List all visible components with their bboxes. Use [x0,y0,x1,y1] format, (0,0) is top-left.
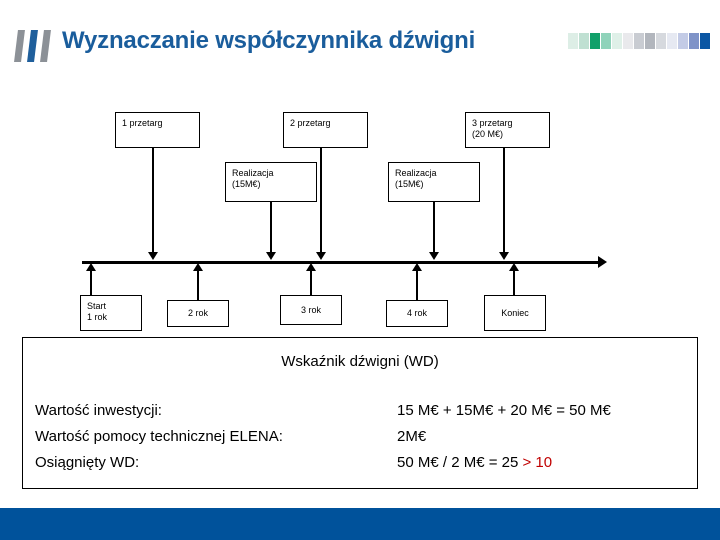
arrowhead-up-koniec [509,263,519,271]
wd-value-investment-value: 15 M€ + 15M€ + 20 M€ = 50 M€ [397,398,687,424]
swatch-2 [579,33,589,49]
color-swatch-strip [568,33,710,49]
leverage-ratio-rows: Wartość inwestycji: 15 M€ + 15M€ + 20 M€… [35,398,687,476]
swatch-9 [656,33,666,49]
wd-highlight-achieved: > 10 [522,454,553,471]
wd-row-investment-value: Wartość inwestycji: 15 M€ + 15M€ + 20 M€… [35,398,687,424]
node-koniec: Koniec [484,295,546,331]
title-decoration-bars [14,30,60,62]
wd-value-text-achieved: 50 M€ / 2 M€ = 25 [397,454,523,471]
node-start: Start 1 rok [80,295,142,331]
swatch-12 [689,33,699,49]
swatch-11 [678,33,688,49]
timeline-axis [82,261,600,264]
wd-row-elena-assistance: Wartość pomocy technicznej ELENA: 2M€ [35,424,687,450]
swatch-10 [667,33,677,49]
decoration-bar-gray-left [14,30,25,62]
node-realizacja-2: Realizacja (15M€) [388,162,480,202]
node-rok-3: 3 rok [280,295,342,325]
node-przetarg-1: 1 przetarg [115,112,200,148]
swatch-6 [623,33,633,49]
connector-rok-2 [197,270,199,315]
timeline-diagram: 1 przetarg 2 przetarg 3 przetarg (20 M€)… [0,80,720,335]
connector-przetarg-2 [320,148,322,253]
arrowhead-down-realizacja-1 [266,252,276,260]
decoration-bar-blue [27,30,38,62]
swatch-7 [634,33,644,49]
timeline-axis-arrowhead [598,256,607,268]
swatch-8 [645,33,655,49]
swatch-5 [612,33,622,49]
arrowhead-up-rok-2 [193,263,203,271]
node-przetarg-3: 3 przetarg (20 M€) [465,112,550,148]
decoration-bar-gray-right [40,30,51,62]
node-realizacja-1: Realizacja (15M€) [225,162,317,202]
wd-value-text-investment: 15 M€ + 15M€ + 20 M€ = 50 M€ [397,402,611,419]
connector-przetarg-3 [503,148,505,253]
arrowhead-down-przetarg-3 [499,252,509,260]
connector-rok-4 [416,270,418,315]
wd-value-achieved-wd: 50 M€ / 2 M€ = 25 > 10 [397,450,687,476]
connector-przetarg-1 [152,148,154,253]
swatch-3 [590,33,600,49]
connector-rok-3 [310,270,312,315]
wd-label-investment-value: Wartość inwestycji: [35,402,162,419]
arrowhead-up-rok-3 [306,263,316,271]
arrowhead-down-przetarg-1 [148,252,158,260]
arrowhead-down-realizacja-2 [429,252,439,260]
page-title: Wyznaczanie współczynnika dźwigni [62,27,476,54]
connector-realizacja-2 [433,202,435,253]
arrowhead-up-start [86,263,96,271]
arrowhead-down-przetarg-2 [316,252,326,260]
node-rok-2: 2 rok [167,300,229,327]
footer-bar [0,508,720,540]
arrowhead-up-rok-4 [412,263,422,271]
swatch-13 [700,33,710,49]
wd-label-elena-assistance: Wartość pomocy technicznej ELENA: [35,428,283,445]
wd-row-achieved-wd: Osiągnięty WD: 50 M€ / 2 M€ = 25 > 10 [35,450,687,476]
node-rok-4: 4 rok [386,300,448,327]
connector-start [90,270,92,315]
leverage-ratio-heading: Wskaźnik dźwigni (WD) [281,353,439,370]
connector-realizacja-1 [270,202,272,253]
node-przetarg-2: 2 przetarg [283,112,368,148]
leverage-ratio-panel: Wskaźnik dźwigni (WD) Wartość inwestycji… [22,337,698,489]
wd-label-achieved-wd: Osiągnięty WD: [35,454,140,471]
swatch-4 [601,33,611,49]
wd-value-elena-assistance: 2M€ [397,424,687,450]
connector-koniec [513,270,515,315]
swatch-1 [568,33,578,49]
slide-header: Wyznaczanie współczynnika dźwigni [0,0,720,80]
wd-value-text-elena: 2M€ [397,428,427,445]
